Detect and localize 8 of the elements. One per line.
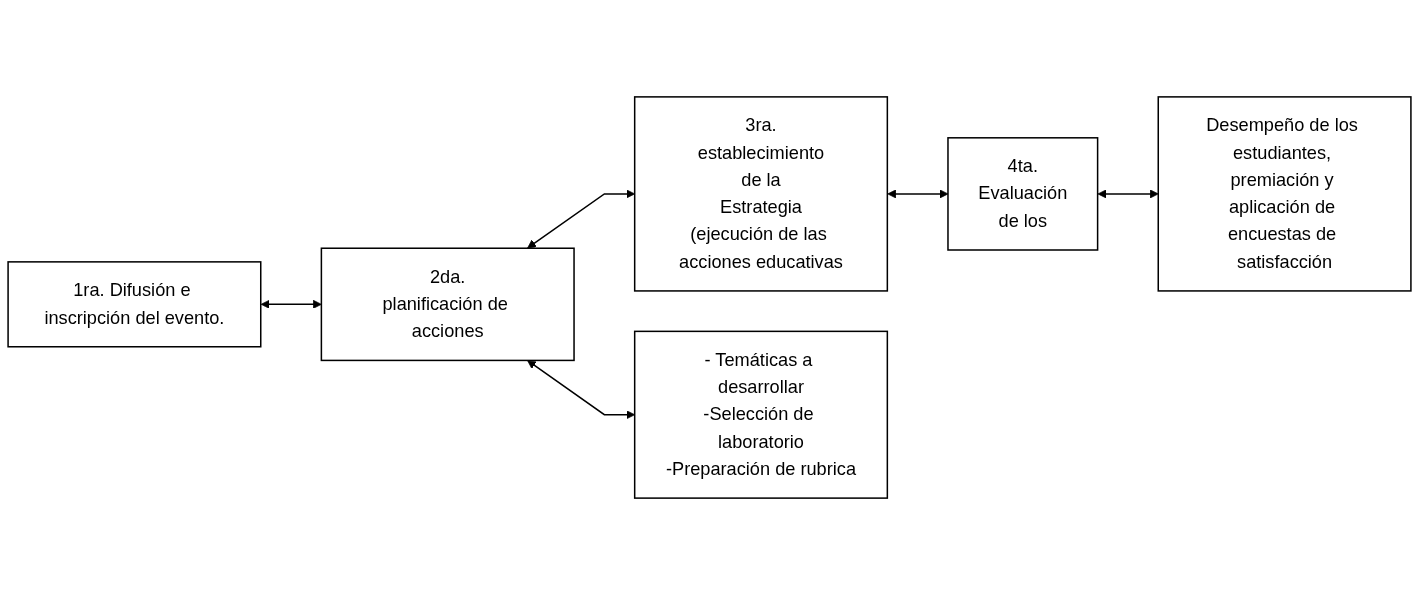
node-box: 2da. planificación de acciones (320, 247, 575, 362)
arrow (1097, 189, 1159, 199)
node-box: - Temáticas a desarrollar -Selección de laboratorio -Preparación de rubrica (633, 330, 889, 499)
node-box: 1ra. Difusión e inscripción del evento. (7, 261, 262, 348)
node-box: Desempeño de los estudiantes, premiación y aplicación de encuestas de satisfacción (1157, 96, 1412, 292)
arrow (260, 299, 322, 309)
node-box: 4ta. Evaluación de los (947, 137, 1099, 251)
node-box: 3ra. establecimiento de la Estrategia (ejecución de las acciones educativas (633, 96, 889, 292)
